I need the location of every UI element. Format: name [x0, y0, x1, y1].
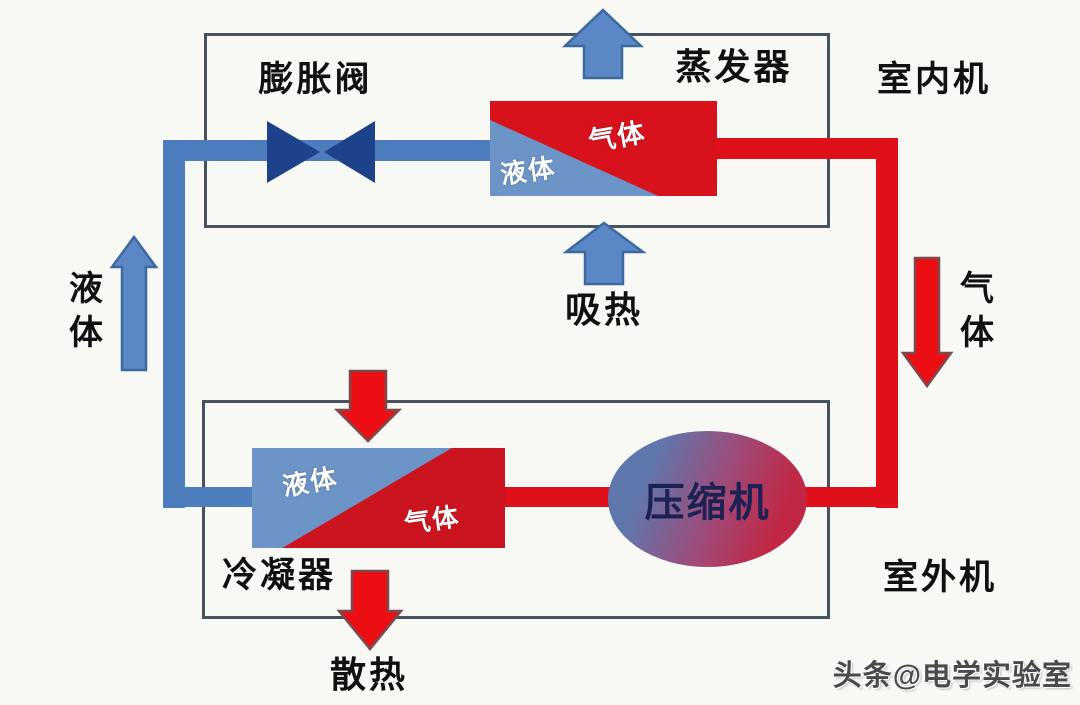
- evaporator-block: 气体 液体: [490, 101, 717, 196]
- outdoor-unit-box: [202, 400, 830, 619]
- watermark-text: 头条@电学实验室: [832, 660, 1072, 692]
- evaporator-liquid-label: 液体: [498, 152, 559, 190]
- condenser-block: 液体 气体: [252, 448, 505, 548]
- gas-downcomer-state-label: 气体: [960, 270, 994, 353]
- liquid-pipe-top: [163, 140, 493, 161]
- liquid-pipe-condenser-outlet: [163, 487, 255, 507]
- heat-absorb-arrow-icon: [562, 221, 647, 286]
- liquid-riser-arrow-icon: [109, 234, 159, 372]
- liquid-riser-state-label: 液体: [69, 270, 103, 353]
- condenser-label: 冷凝器: [221, 556, 336, 595]
- gas-pipe-compressor-inlet: [793, 487, 898, 507]
- indoor-unit-label: 室内机: [876, 60, 991, 99]
- evaporator-gas-label: 气体: [586, 117, 649, 157]
- compressor-ellipse: 压缩机: [608, 431, 807, 567]
- compressor-label: 压缩机: [644, 481, 771, 525]
- gas-pipe-compressor-to-condenser: [502, 487, 616, 507]
- gas-pipe-right-downcomer: [876, 138, 898, 508]
- gas-pipe-evaporator-outlet: [712, 138, 898, 159]
- liquid-pipe-left-riser: [163, 140, 185, 508]
- condenser-gas-label: 气体: [402, 501, 463, 539]
- outdoor-unit-label: 室外机: [882, 558, 997, 597]
- evaporator-label: 蒸发器: [675, 46, 793, 87]
- indoor-unit-box: [204, 33, 830, 228]
- gas-downcomer-arrow-icon: [900, 256, 954, 389]
- heat-absorb-label: 吸热: [564, 289, 643, 330]
- heat-release-label: 散热: [329, 654, 408, 695]
- expansion-valve-label: 膨胀阀: [258, 60, 373, 99]
